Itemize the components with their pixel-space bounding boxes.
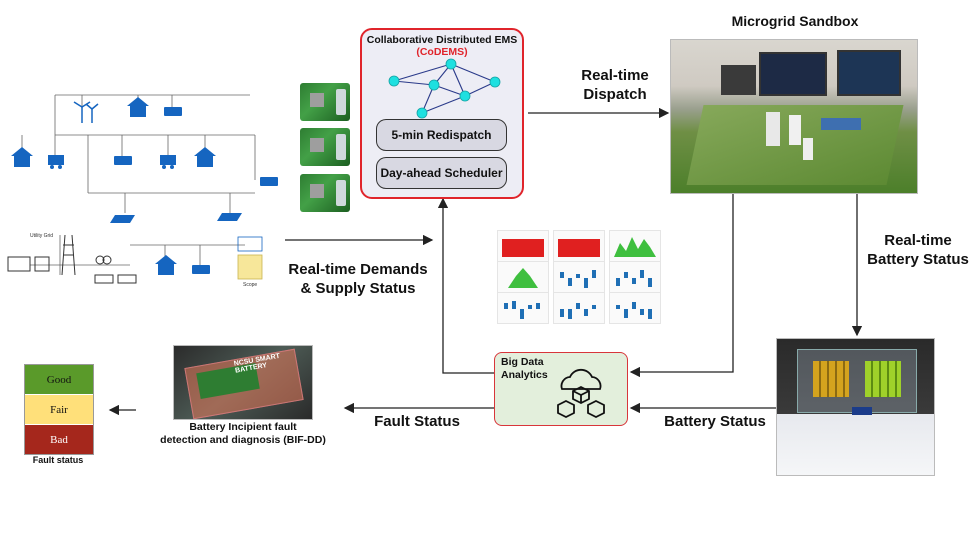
house-icon	[155, 255, 177, 275]
equipment-rack	[721, 65, 756, 95]
battery-status-label: Battery Status	[664, 413, 766, 430]
network-node	[445, 58, 457, 70]
battery-cells-2	[865, 361, 901, 397]
analytics-title-line2: Analytics	[501, 369, 548, 381]
bif-caption: Battery Incipient fault detection and di…	[143, 421, 343, 447]
network-node	[459, 90, 471, 102]
house-icon	[11, 147, 33, 167]
mini-chart	[553, 292, 605, 324]
sandbox-title: Microgrid Sandbox	[731, 13, 859, 29]
network-node	[489, 76, 501, 88]
mini-chart	[497, 292, 549, 324]
scheduler-label: Day-ahead Scheduler	[380, 166, 503, 180]
fault-level-bad: Bad	[25, 425, 93, 454]
dispatch-label: Real-time Dispatch	[570, 66, 660, 104]
analytics-title: Big Data Analytics	[501, 356, 548, 382]
raspberry-pi-board-2	[300, 128, 350, 166]
fault-status-legend: Good Fair Bad	[24, 364, 94, 455]
fault-status-label: Fault Status	[374, 413, 460, 430]
solar-panel-icon	[110, 215, 135, 223]
analytics-title-line1: Big Data	[501, 356, 544, 368]
battery-icon	[260, 177, 278, 186]
mini-chart	[553, 261, 605, 293]
demands-label: Real-time Demands & Supply Status	[280, 260, 436, 298]
dispatch-label-line1: Real-time	[581, 67, 649, 84]
utility-grid-icon	[7, 234, 137, 284]
scheduler-box: Day-ahead Scheduler	[376, 157, 507, 189]
analytics-ems-arrow	[437, 197, 494, 374]
analytics-chart-grid	[497, 230, 661, 324]
tower-3	[803, 138, 813, 160]
microgrid-schematic: Utility Grid Scope	[7, 94, 278, 288]
scope-block	[237, 236, 263, 252]
truck-icon	[48, 155, 64, 169]
bif-caption-line1: Battery Incipient fault	[189, 421, 297, 433]
bif-device-photo: NCSU SMART BATTERY	[173, 345, 313, 420]
ems-box: Collaborative Distributed EMS (CoDEMS) 5…	[360, 28, 524, 199]
water-channel	[821, 118, 861, 130]
tower-1	[766, 112, 780, 146]
microgrid-sandbox-photo	[670, 39, 918, 194]
battery-cells-1	[813, 361, 849, 397]
demands-label-line1: Real-time Demands	[288, 261, 428, 278]
house-icon	[127, 97, 149, 117]
bif-caption-line2: detection and diagnosis (BIF-DD)	[160, 434, 326, 446]
network-node	[428, 79, 440, 91]
redispatch-label: 5-min Redispatch	[391, 128, 492, 142]
mini-chart	[609, 292, 661, 324]
battery-rt-label-line2: Battery Status	[867, 251, 969, 268]
raspberry-pi-board-1	[300, 83, 350, 121]
raspberry-pi-board-3	[300, 174, 350, 212]
battery-icon	[114, 156, 132, 165]
network-node	[416, 107, 428, 119]
network-node	[388, 75, 400, 87]
analytics-box: Big Data Analytics	[494, 352, 628, 426]
monitor-1	[759, 52, 827, 96]
cabinet-display	[852, 407, 872, 415]
house-icon	[194, 147, 216, 167]
battery-icon	[192, 265, 210, 274]
sandbox-analytics-arrow	[629, 193, 734, 378]
solar-panel-icon	[217, 213, 242, 221]
dispatch-label-line2: Dispatch	[583, 86, 647, 103]
mini-chart	[609, 261, 661, 293]
scope-label: Scope	[243, 282, 257, 288]
mini-chart	[497, 230, 549, 262]
mini-chart	[553, 230, 605, 262]
redispatch-box: 5-min Redispatch	[376, 119, 507, 151]
scope-box	[237, 254, 263, 280]
battery-rt-label-line1: Real-time	[884, 232, 952, 249]
monitor-2	[837, 50, 901, 96]
cloud-blocks-icon	[557, 368, 605, 419]
ems-title: Collaborative Distributed EMS	[366, 34, 518, 46]
tower-2	[789, 115, 801, 145]
ems-acronym: (CoDEMS)	[416, 46, 468, 58]
fault-status-caption: Fault status	[32, 455, 84, 465]
battery-rt-label: Real-time Battery Status	[862, 231, 974, 269]
ems-network-graph	[388, 58, 501, 119]
truck-icon	[160, 155, 176, 169]
battery-cabinet-photo	[776, 338, 935, 476]
wind-turbine-icon	[73, 101, 99, 123]
demands-label-line2: & Supply Status	[300, 280, 416, 297]
battery-icon	[164, 107, 182, 116]
utility-grid-label: Utility Grid	[30, 233, 53, 239]
mini-chart	[609, 230, 661, 262]
fault-level-fair: Fair	[25, 395, 93, 424]
fault-level-good: Good	[25, 365, 93, 394]
mini-chart	[497, 261, 549, 293]
